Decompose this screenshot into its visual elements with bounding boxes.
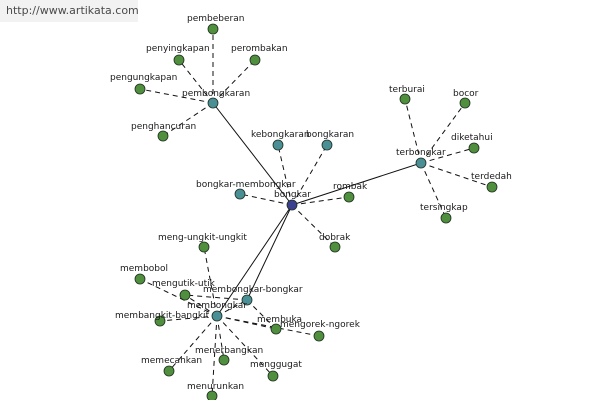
edge-membongkar-membangkit-bangkit xyxy=(159,315,218,322)
edge-terbongkar-terburai xyxy=(404,98,422,164)
node-penghancuran[interactable] xyxy=(157,130,169,142)
node-perombakan[interactable] xyxy=(249,54,261,66)
edge-membongkar-memecahkan xyxy=(168,315,218,372)
node-label-mengutik-utik: mengutik-utik xyxy=(152,279,216,289)
node-label-perombakan: perombakan xyxy=(231,44,288,54)
node-mengutik-utik[interactable] xyxy=(179,289,191,301)
node-memecahkan[interactable] xyxy=(163,365,175,377)
node-kebongkaran[interactable] xyxy=(272,139,284,151)
node-mengorek-ngorek[interactable] xyxy=(313,330,325,342)
edges-layer xyxy=(139,29,493,397)
node-pengungkapan[interactable] xyxy=(134,83,146,95)
node-bongkar-membongkar[interactable] xyxy=(234,188,246,200)
node-menggugat[interactable] xyxy=(267,370,279,382)
node-rombak[interactable] xyxy=(343,191,355,203)
node-tersingkap[interactable] xyxy=(440,212,452,224)
edge-pembongkaran-pengungkapan xyxy=(139,88,214,104)
node-label-tersingkap: tersingkap xyxy=(420,203,468,213)
edge-membongkar-bongkar-mengutik-utik xyxy=(184,294,248,301)
edge-pembongkaran-perombakan xyxy=(212,59,256,104)
node-label-pembeberan: pembeberan xyxy=(187,14,244,24)
node-label-membangkit-bangkit: membangkit-bangkit xyxy=(115,311,210,321)
edge-bongkar-pembongkaran xyxy=(212,102,293,206)
edge-membongkar-mengutik-utik xyxy=(184,294,218,317)
edge-membongkar-menerbangkan xyxy=(216,315,225,361)
edge-bongkar-rombak xyxy=(291,196,350,206)
edge-membongkar-menggugat xyxy=(216,315,274,377)
node-label-memecahkan: memecahkan xyxy=(141,356,202,366)
node-terburai[interactable] xyxy=(399,93,411,105)
node-membangkit-bangkit[interactable] xyxy=(154,315,166,327)
edge-bongkar-terbongkar xyxy=(291,162,422,206)
node-bongkar[interactable] xyxy=(286,199,298,211)
edge-bongkar-dobrak xyxy=(291,204,336,248)
node-bocor[interactable] xyxy=(459,97,471,109)
node-label-penyingkapan: penyingkapan xyxy=(146,44,210,54)
node-menerbangkan[interactable] xyxy=(218,354,230,366)
node-label-terdedah: terdedah xyxy=(471,172,512,182)
node-membongkar[interactable] xyxy=(211,310,223,322)
node-penyingkapan[interactable] xyxy=(173,54,185,66)
node-label-membobol: membobol xyxy=(120,264,168,274)
node-label-menurunkan: menurunkan xyxy=(187,382,244,392)
nodes-layer xyxy=(134,23,498,400)
node-terbongkar[interactable] xyxy=(415,157,427,169)
edge-terbongkar-bocor xyxy=(420,102,466,164)
edge-terbongkar-diketahui xyxy=(420,147,475,164)
edge-terbongkar-terdedah xyxy=(420,162,493,188)
edge-terbongkar-tersingkap xyxy=(420,162,447,219)
node-label-pembongkaran: pembongkaran xyxy=(182,89,250,99)
node-label-bongkar: bongkar xyxy=(274,190,311,200)
node-meng-ungkit-ungkit[interactable] xyxy=(198,241,210,253)
node-diketahui[interactable] xyxy=(468,142,480,154)
edge-bongkar-membongkar xyxy=(216,204,293,317)
node-label-terbongkar: terbongkar xyxy=(396,148,446,158)
edge-membongkar-menurunkan xyxy=(211,315,218,397)
node-terdedah[interactable] xyxy=(486,181,498,193)
node-label-membuka: membuka xyxy=(257,315,302,325)
node-label-bongkaran: bongkaran xyxy=(306,130,354,140)
watermark-url: http://www.artikata.com xyxy=(0,0,139,22)
node-label-membongkar-bongkar: membongkar-bongkar xyxy=(203,285,303,295)
node-label-menerbangkan: menerbangkan xyxy=(195,346,263,356)
node-label-menggugat: menggugat xyxy=(250,360,302,370)
edge-membongkar-meng-ungkit-ungkit xyxy=(203,246,218,317)
edge-membongkar-bongkar-membuka xyxy=(246,299,277,330)
node-label-meng-ungkit-ungkit: meng-ungkit-ungkit xyxy=(158,233,247,243)
node-label-diketahui: diketahui xyxy=(451,133,493,143)
edge-membongkar-membongkar-bongkar xyxy=(216,299,248,317)
node-menurunkan[interactable] xyxy=(206,390,218,400)
node-label-bongkar-membongkar: bongkar-membongkar xyxy=(196,180,296,190)
node-membobol[interactable] xyxy=(134,273,146,285)
node-label-bocor: bocor xyxy=(453,89,479,99)
node-pembongkaran[interactable] xyxy=(207,97,219,109)
node-label-dobrak: dobrak xyxy=(319,233,351,243)
node-label-membongkar: membongkar xyxy=(187,301,247,311)
node-membongkar-bongkar[interactable] xyxy=(241,294,253,306)
node-dobrak[interactable] xyxy=(329,241,341,253)
node-label-terburai: terburai xyxy=(389,85,425,95)
edge-bongkar-kebongkaran xyxy=(277,144,293,206)
node-label-penghancuran: penghancuran xyxy=(131,122,196,132)
node-label-mengorek-ngorek: mengorek-ngorek xyxy=(280,320,361,330)
node-label-pengungkapan: pengungkapan xyxy=(110,73,177,83)
node-label-rombak: rombak xyxy=(333,182,368,192)
edge-bongkar-membongkar-bongkar xyxy=(246,204,293,301)
node-label-kebongkaran: kebongkaran xyxy=(251,130,310,140)
edge-pembongkaran-penghancuran xyxy=(162,102,214,137)
node-pembeberan[interactable] xyxy=(207,23,219,35)
edge-bongkar-bongkaran xyxy=(291,144,328,206)
node-bongkaran[interactable] xyxy=(321,139,333,151)
node-membuka[interactable] xyxy=(270,323,282,335)
edge-pembongkaran-penyingkapan xyxy=(178,59,214,104)
